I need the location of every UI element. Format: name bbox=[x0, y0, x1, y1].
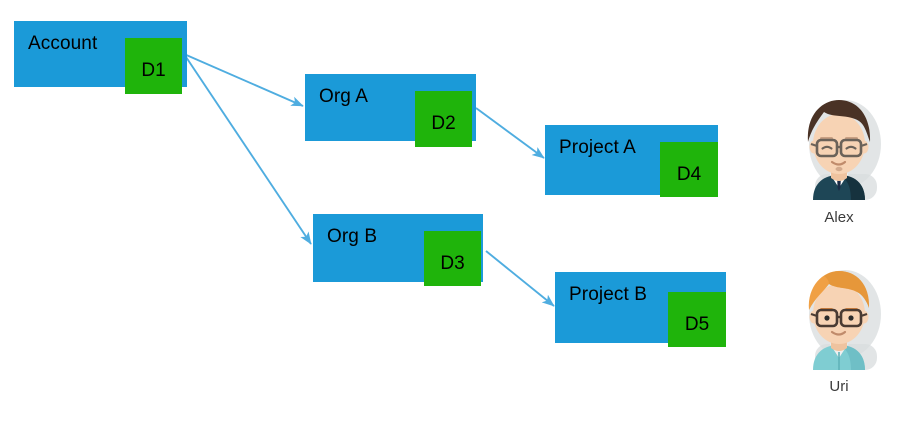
dataset-badge-d1[interactable]: D1 bbox=[125, 38, 182, 94]
node-project-a[interactable]: Project A D4 bbox=[545, 125, 718, 197]
connector-arrow-account-to-org-a bbox=[183, 53, 304, 107]
dataset-badge-d5[interactable]: D5 bbox=[668, 292, 726, 347]
avatar-face bbox=[821, 145, 857, 172]
avatar-alex bbox=[793, 92, 885, 200]
glasses-icon bbox=[810, 308, 868, 328]
node-label-account: Account bbox=[28, 33, 98, 54]
dataset-badge-d2[interactable]: D2 bbox=[415, 91, 472, 147]
person-alex[interactable]: Alex bbox=[793, 92, 885, 226]
person-uri[interactable]: Uri bbox=[793, 262, 885, 395]
avatar-face bbox=[824, 315, 854, 336]
dataset-badge-label: D5 bbox=[684, 313, 710, 335]
node-org-b[interactable]: Org B D3 bbox=[313, 214, 483, 286]
node-label-org-a: Org A bbox=[319, 86, 369, 107]
avatar-uri bbox=[793, 262, 885, 370]
node-label-org-b: Org B bbox=[327, 226, 378, 247]
dataset-badge-label: D3 bbox=[440, 252, 465, 274]
connector-arrow-org-a-to-project-a bbox=[475, 107, 545, 159]
person-name-alex: Alex bbox=[824, 209, 854, 226]
node-org-a[interactable]: Org A D2 bbox=[305, 74, 476, 147]
dataset-badge-label: D1 bbox=[141, 60, 166, 81]
dataset-badge-d3[interactable]: D3 bbox=[424, 231, 481, 286]
connector-arrow-org-b-to-project-b bbox=[485, 250, 555, 307]
node-project-b[interactable]: Project B D5 bbox=[555, 272, 726, 347]
node-label-project-a: Project A bbox=[559, 137, 636, 158]
glasses-icon bbox=[810, 138, 868, 158]
connector-arrow-account-to-org-b bbox=[183, 53, 312, 245]
dataset-badge-label: D2 bbox=[431, 113, 456, 134]
person-name-uri: Uri bbox=[829, 378, 849, 395]
dataset-badge-label: D4 bbox=[676, 163, 702, 185]
dataset-badge-d4[interactable]: D4 bbox=[660, 142, 718, 197]
node-label-project-b: Project B bbox=[569, 284, 647, 305]
